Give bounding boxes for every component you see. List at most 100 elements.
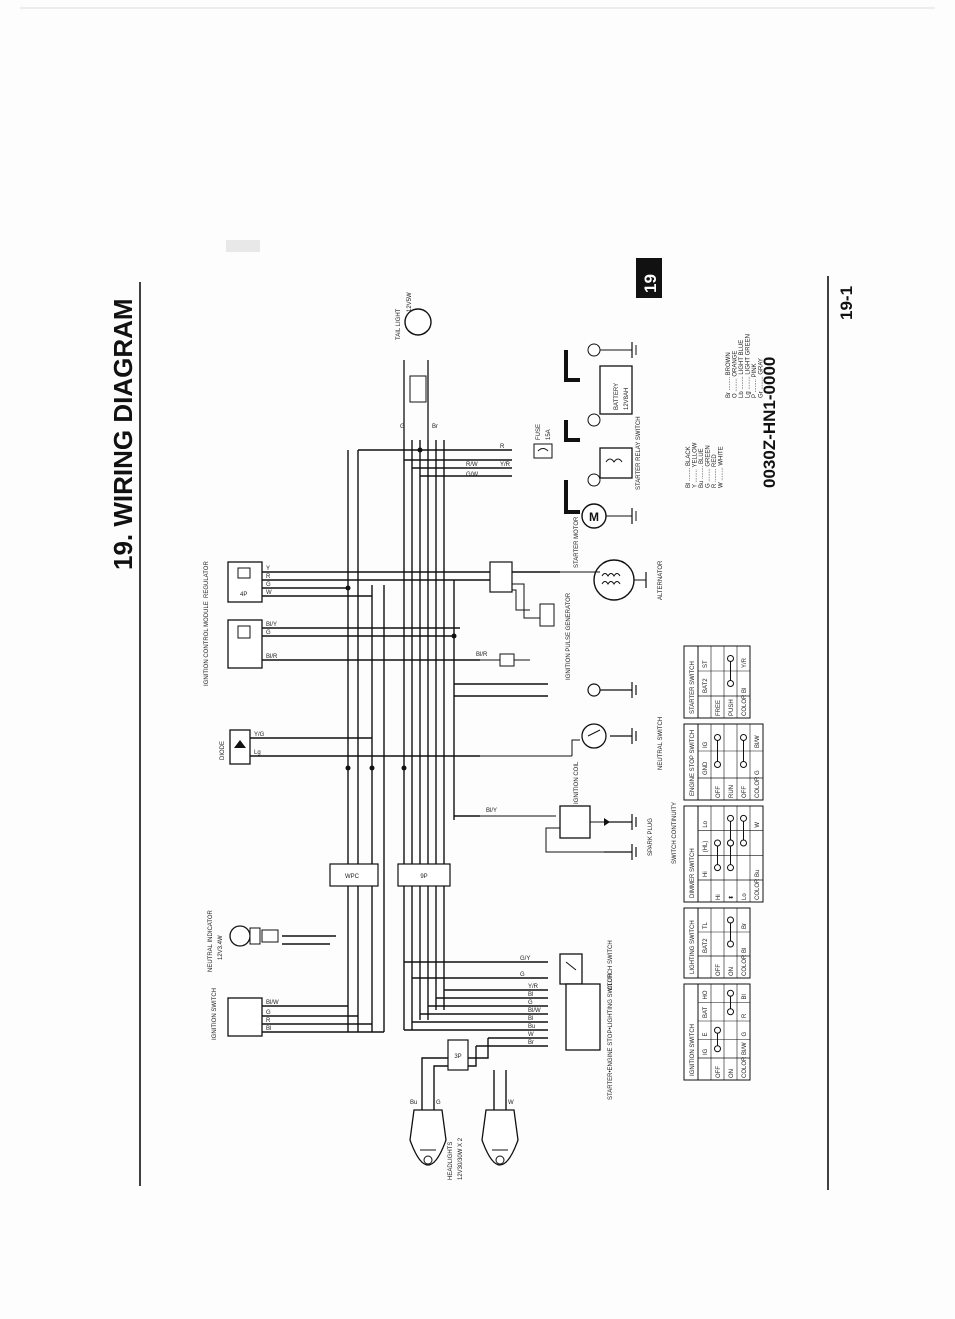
wire-label: G	[266, 630, 271, 636]
legend-entry: W ........ WHITE	[719, 446, 725, 488]
continuity-state: ON	[729, 967, 735, 976]
continuity-table-title: DIMMER SWITCH	[690, 848, 696, 898]
continuity-column: E	[703, 1032, 709, 1036]
regulator-label: REGULATOR	[204, 561, 210, 598]
continuity-color-label: COLOR	[742, 954, 748, 976]
ground-symbols	[587, 682, 637, 860]
spark-plug-label: SPARK PLUG	[648, 818, 654, 856]
wire-label: Bl	[266, 1026, 271, 1032]
continuity-state: OFF	[716, 964, 722, 976]
legend-entry: R ........ RED	[712, 454, 718, 488]
battery	[599, 365, 633, 415]
continuity-state: FREE	[716, 700, 722, 716]
headlights-label: HEADLIGHTS	[448, 1142, 454, 1180]
continuity-wire-color: W	[755, 822, 761, 828]
wire-label: G	[400, 424, 405, 430]
wire-label: Y	[266, 566, 270, 572]
wire-label: W	[508, 1100, 514, 1106]
neutral-indicator: NEUTRAL INDICATOR 12V3.4W	[208, 909, 279, 972]
continuity-wire-color: G	[755, 770, 761, 775]
doc-code: 0030Z-HN1-0000	[760, 357, 779, 488]
continuity-column: Lo	[703, 820, 709, 827]
legend-entry: Gr ........ GRAY	[759, 358, 765, 398]
wire-label: G	[436, 1100, 441, 1106]
wire-label: R	[500, 444, 505, 450]
wire-label: Bl/R	[266, 654, 278, 660]
continuity-state: ⬍	[728, 895, 735, 900]
ignition-coil-label: IGNITION COIL	[574, 761, 580, 804]
continuity-column: Hi	[703, 871, 709, 877]
continuity-wire-color: Bl	[742, 948, 748, 953]
battery-circuit: BATTERY 12V8AH FUSE 15A STARTER RELAY SW…	[466, 342, 642, 568]
ignition-coil: IGNITION COIL SPARK PLUG Bl/Y	[480, 761, 654, 856]
neutral-switch-label: NEUTRAL SWITCH	[658, 717, 664, 770]
continuity-wire-color: Bu	[755, 870, 761, 877]
diode: DIODE Y/G Lg	[220, 729, 265, 765]
continuity-column: IG	[703, 1048, 709, 1055]
continuity-state: OFF	[742, 786, 748, 798]
continuity-column: BAT2	[703, 938, 709, 953]
connector-code: WPC	[345, 874, 360, 880]
section-tab: 19	[636, 258, 662, 298]
headlight-left	[409, 1109, 447, 1166]
legend-entry: O ........ ORANGE	[733, 351, 739, 398]
wire-label: G	[266, 1010, 271, 1016]
wire-label: Bu	[528, 1024, 535, 1030]
legend-entry: Y ........ YELLOW	[693, 442, 699, 488]
connector-code: 3P	[454, 1054, 461, 1060]
wire-label: Bl/W	[528, 1008, 541, 1014]
wire-label: R/W	[466, 462, 478, 468]
regulator-plug: 4P	[240, 592, 247, 598]
continuity-column: HO	[703, 990, 709, 999]
continuity-color-label: COLOR	[742, 694, 748, 716]
combo-switch-label: STARTER•ENGINE STOP•LIGHTING SWITCH	[608, 974, 614, 1100]
connector-wpc-left: WPC	[329, 863, 379, 887]
continuity-heading: SWITCH CONTINUITY	[672, 802, 678, 864]
continuity-wire-color: Bl	[742, 688, 748, 693]
continuity-color-label: COLOR	[755, 878, 761, 900]
continuity-column: TL	[703, 921, 709, 929]
fuse-rating: 15A	[546, 429, 552, 440]
diode-label: DIODE	[220, 741, 226, 760]
wire-label: G	[266, 582, 271, 588]
neutral-indicator-label: NEUTRAL INDICATOR	[208, 909, 214, 972]
regulator: REGULATOR 4P Y R G W	[204, 561, 272, 603]
continuity-state: Hi	[716, 894, 722, 900]
headlight-right	[481, 1109, 519, 1166]
junction-dots	[345, 447, 457, 771]
connector-9p: 9P	[397, 863, 451, 887]
legend-entry: G ........ GREEN	[706, 445, 712, 488]
harness-trunk	[250, 440, 560, 1110]
wire-label: Y/R	[528, 984, 539, 990]
continuity-state: OFF	[716, 1066, 722, 1078]
continuity-table-title: STARTER SWITCH	[690, 661, 696, 714]
wire-label: Bl/Y	[266, 622, 277, 628]
ignition-switch-label: IGNITION SWITCH	[212, 988, 218, 1040]
continuity-color-label: COLOR	[742, 1056, 748, 1078]
wire-label: Bl/Y	[486, 808, 497, 814]
continuity-column: BAT	[703, 1006, 709, 1018]
page-title: 19. WIRING DIAGRAM	[108, 298, 138, 570]
continuity-wire-color: Bl/W	[742, 1042, 748, 1055]
wire-label: Y/G	[254, 732, 265, 738]
continuity-column: BAT2	[703, 678, 709, 693]
tail-light-rating: 12V5W	[407, 292, 413, 312]
battery-rating: 12V8AH	[624, 388, 630, 410]
starter-relay-label: STARTER RELAY SWITCH	[636, 416, 642, 490]
wire-label: Br	[432, 424, 438, 430]
wire-label: R	[266, 574, 271, 580]
legend-entry: Lb ........ LIGHT BLUE	[739, 340, 745, 398]
legend-entry: Bl ........ BLACK	[686, 446, 692, 488]
wire-label: Bl/R	[476, 652, 488, 658]
continuity-wire-color: G	[742, 1032, 748, 1037]
continuity-table-title: ENGINE STOP SWITCH	[690, 730, 696, 796]
wire-label: Br	[528, 1040, 534, 1046]
clutch-switch: CLUTCH SWITCH G/Y G	[520, 940, 614, 990]
wire-label: Bu	[410, 1100, 417, 1106]
